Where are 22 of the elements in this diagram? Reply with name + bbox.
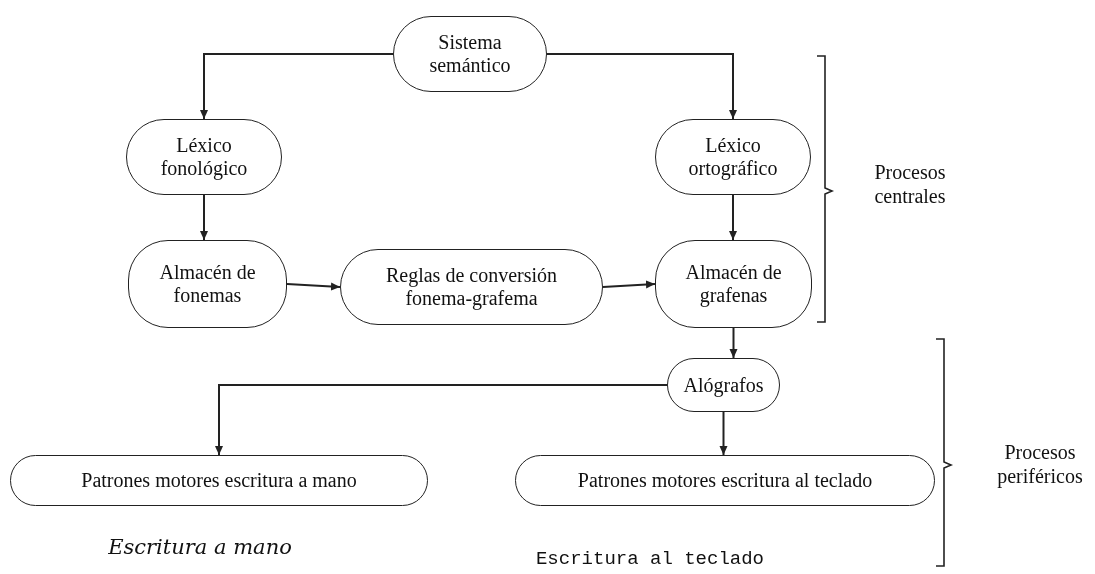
process-box: Patrones motores escritura al teclado [515,455,935,506]
process-box: Almacén de fonemas [128,240,287,328]
caption: Escritura al teclado [534,548,765,571]
arrow [602,280,656,289]
arrow [286,282,341,291]
caption: Escritura a mano [107,535,293,561]
arrow [729,194,737,241]
group-label: Procesos centrales [873,160,947,208]
process-box: Sistema semántico [393,16,547,92]
process-box: Almacén de grafenas [655,240,812,328]
arrow [215,384,668,456]
arrow [729,327,738,359]
arrow [200,53,394,120]
group-label: Procesos periféricos [996,440,1084,488]
process-box: Alógrafos [667,358,780,412]
process-box: Reglas de conversión fonema-grafema [340,249,603,325]
process-box: Léxico ortográfico [655,119,811,195]
arrow [546,53,737,120]
arrow [719,411,728,456]
process-box: Léxico fonológico [126,119,282,195]
arrow [200,194,208,241]
process-box: Patrones motores escritura a mano [10,455,428,506]
